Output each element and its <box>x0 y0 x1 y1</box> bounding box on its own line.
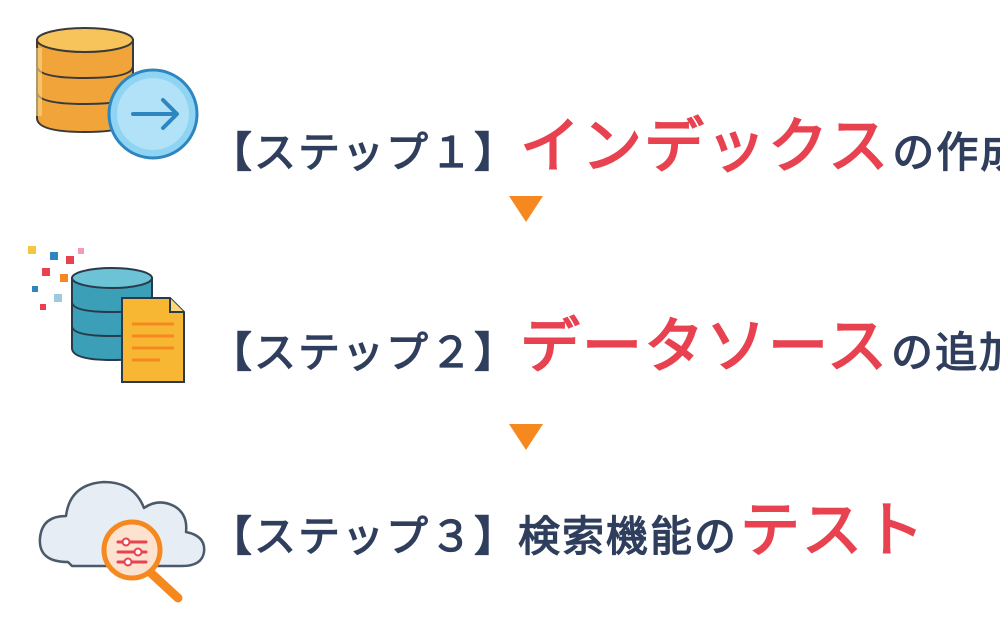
step-rest: の追加 <box>891 328 1000 377</box>
step-2-text: 【ステップ２】 データソース の追加 <box>210 298 1000 385</box>
step-accent: データソース <box>520 312 890 382</box>
step-rest: の作成 <box>892 128 1000 177</box>
step-label: 【ステップ３】 <box>210 512 519 561</box>
step-3: 【ステップ３】 検索機能の テスト <box>0 462 1000 622</box>
down-arrow-icon <box>509 424 543 450</box>
database-arrow-icon <box>36 27 199 160</box>
step-1: 【ステップ１】 インデックス の作成 <box>0 20 1000 182</box>
step-accent: インデックス <box>520 112 891 182</box>
step-label: 【ステップ２】 <box>210 328 519 377</box>
down-arrow-icon <box>509 196 543 222</box>
cloud-search-icon <box>38 480 206 603</box>
database-document-icon <box>28 246 185 383</box>
step-2: 【ステップ２】 データソース の追加 <box>0 240 1000 400</box>
step-3-text: 【ステップ３】 検索機能の テスト <box>210 482 928 569</box>
step-accent: テスト <box>740 496 927 566</box>
step-label: 【ステップ１】 <box>210 128 519 177</box>
step-1-text: 【ステップ１】 インデックス の作成 <box>210 98 1000 185</box>
step-rest: 検索機能の <box>518 512 739 561</box>
